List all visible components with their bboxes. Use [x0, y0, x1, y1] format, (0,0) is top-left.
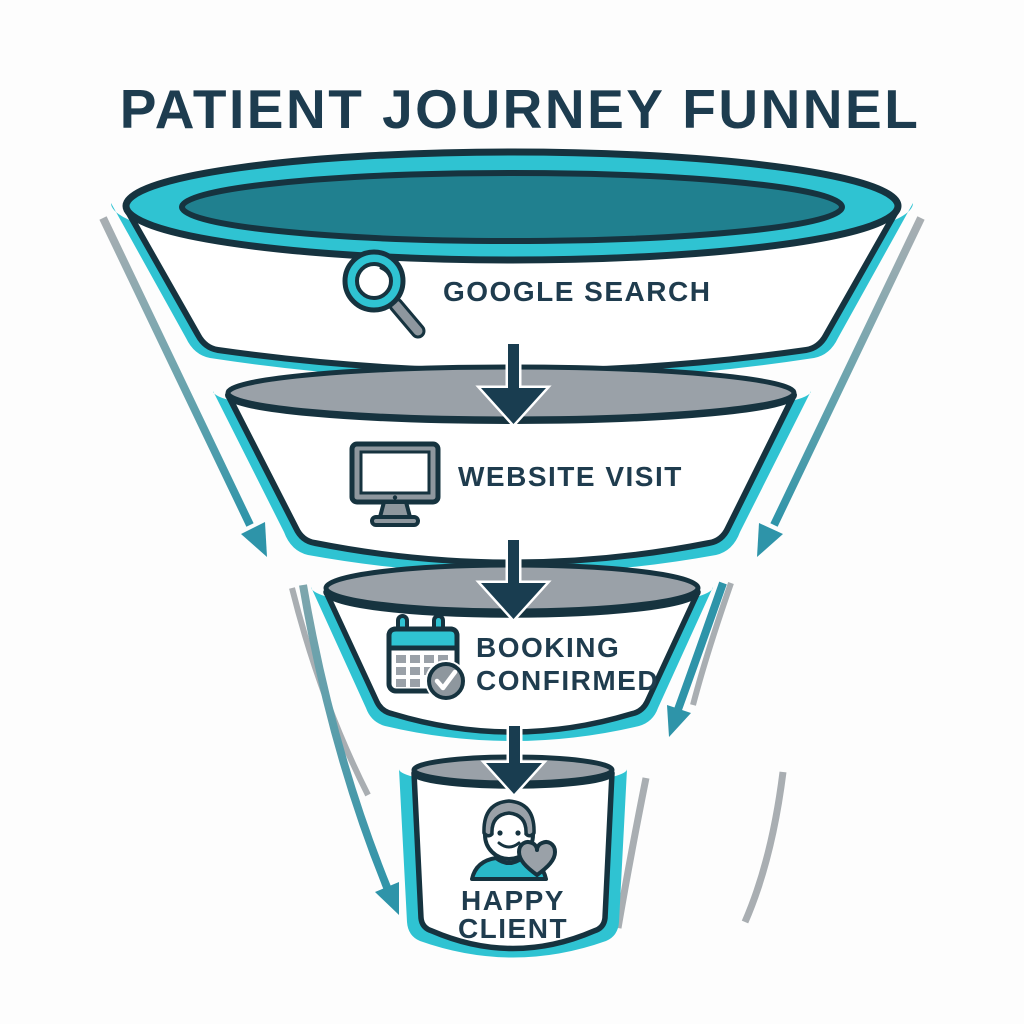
- side-flow-arrows: [99, 216, 925, 929]
- happy-person-heart-icon: [470, 799, 557, 881]
- side-arrow-left-lower: [289, 584, 399, 915]
- funnel-mouth-opening: [179, 170, 845, 244]
- stage-label-happy: HAPPY: [461, 885, 565, 916]
- magnifier-search-icon: [342, 249, 426, 339]
- stage-label-website-visit: WEBSITE VISIT: [458, 461, 683, 492]
- funnel-stage-booking-confirmed: BOOKING CONFIRMED: [311, 562, 713, 741]
- funnel-stage-happy-client: HAPPY CLIENT: [399, 754, 627, 958]
- page-title: PATIENT JOURNEY FUNNEL: [120, 78, 921, 140]
- calendar-check-icon: [386, 614, 467, 702]
- down-arrow-3: [480, 723, 548, 798]
- down-arrow-1: [475, 341, 552, 428]
- side-arrow-right-middle: [667, 581, 734, 737]
- funnel-stage-google-search: GOOGLE SEARCH: [111, 148, 913, 381]
- stage-transition-arrows: [475, 341, 552, 798]
- side-line-right-inner: [614, 777, 650, 929]
- stage-label-client: CLIENT: [458, 913, 568, 944]
- computer-monitor-icon: [349, 441, 441, 527]
- side-line-right-outer: [741, 771, 787, 924]
- down-arrow-2: [475, 537, 552, 623]
- side-arrow-left-upper: [99, 216, 267, 557]
- stage-label-google-search: GOOGLE SEARCH: [443, 276, 711, 307]
- stage-label-confirmed: CONFIRMED: [476, 665, 659, 696]
- stage-label-booking: BOOKING: [476, 632, 620, 663]
- side-arrow-right-upper: [757, 216, 925, 557]
